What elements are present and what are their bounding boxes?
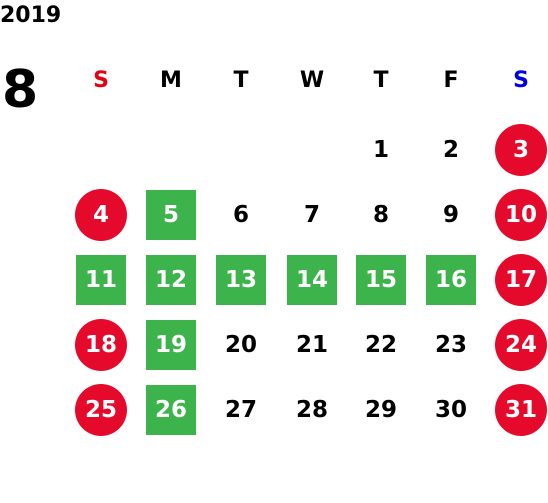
day-12[interactable]: 12 <box>146 255 196 305</box>
day-1[interactable]: 1 <box>372 137 389 163</box>
day-3[interactable]: 3 <box>495 124 547 176</box>
day-27[interactable]: 27 <box>224 397 257 423</box>
day-6[interactable]: 6 <box>232 202 249 228</box>
day-11[interactable]: 11 <box>76 255 126 305</box>
weekday-saturday: S <box>513 68 529 93</box>
day-10[interactable]: 10 <box>495 189 547 241</box>
day-16[interactable]: 16 <box>426 255 476 305</box>
day-29[interactable]: 29 <box>364 397 397 423</box>
day-25[interactable]: 25 <box>75 384 127 436</box>
day-7[interactable]: 7 <box>303 202 320 228</box>
weekday-thursday: T <box>373 68 389 93</box>
day-22[interactable]: 22 <box>364 332 397 358</box>
month-number: 8 <box>2 60 39 120</box>
day-9[interactable]: 9 <box>442 202 459 228</box>
day-14[interactable]: 14 <box>287 255 337 305</box>
day-28[interactable]: 28 <box>295 397 328 423</box>
day-23[interactable]: 23 <box>434 332 467 358</box>
day-8[interactable]: 8 <box>372 202 389 228</box>
weekday-friday: F <box>443 68 459 93</box>
day-31[interactable]: 31 <box>495 384 547 436</box>
day-5[interactable]: 5 <box>146 190 196 240</box>
day-30[interactable]: 30 <box>434 397 467 423</box>
day-19[interactable]: 19 <box>146 320 196 370</box>
weekday-wednesday: W <box>299 68 325 93</box>
day-4[interactable]: 4 <box>75 189 127 241</box>
weekday-monday: M <box>160 68 182 93</box>
weekday-tuesday: T <box>233 68 249 93</box>
day-17[interactable]: 17 <box>495 254 547 306</box>
day-18[interactable]: 18 <box>75 319 127 371</box>
day-20[interactable]: 20 <box>224 332 257 358</box>
weekday-sunday: S <box>93 68 109 93</box>
day-15[interactable]: 15 <box>356 255 406 305</box>
day-21[interactable]: 21 <box>295 332 328 358</box>
day-2[interactable]: 2 <box>442 137 459 163</box>
day-13[interactable]: 13 <box>216 255 266 305</box>
year-label: 2019 <box>0 3 62 28</box>
day-24[interactable]: 24 <box>495 319 547 371</box>
day-26[interactable]: 26 <box>146 385 196 435</box>
